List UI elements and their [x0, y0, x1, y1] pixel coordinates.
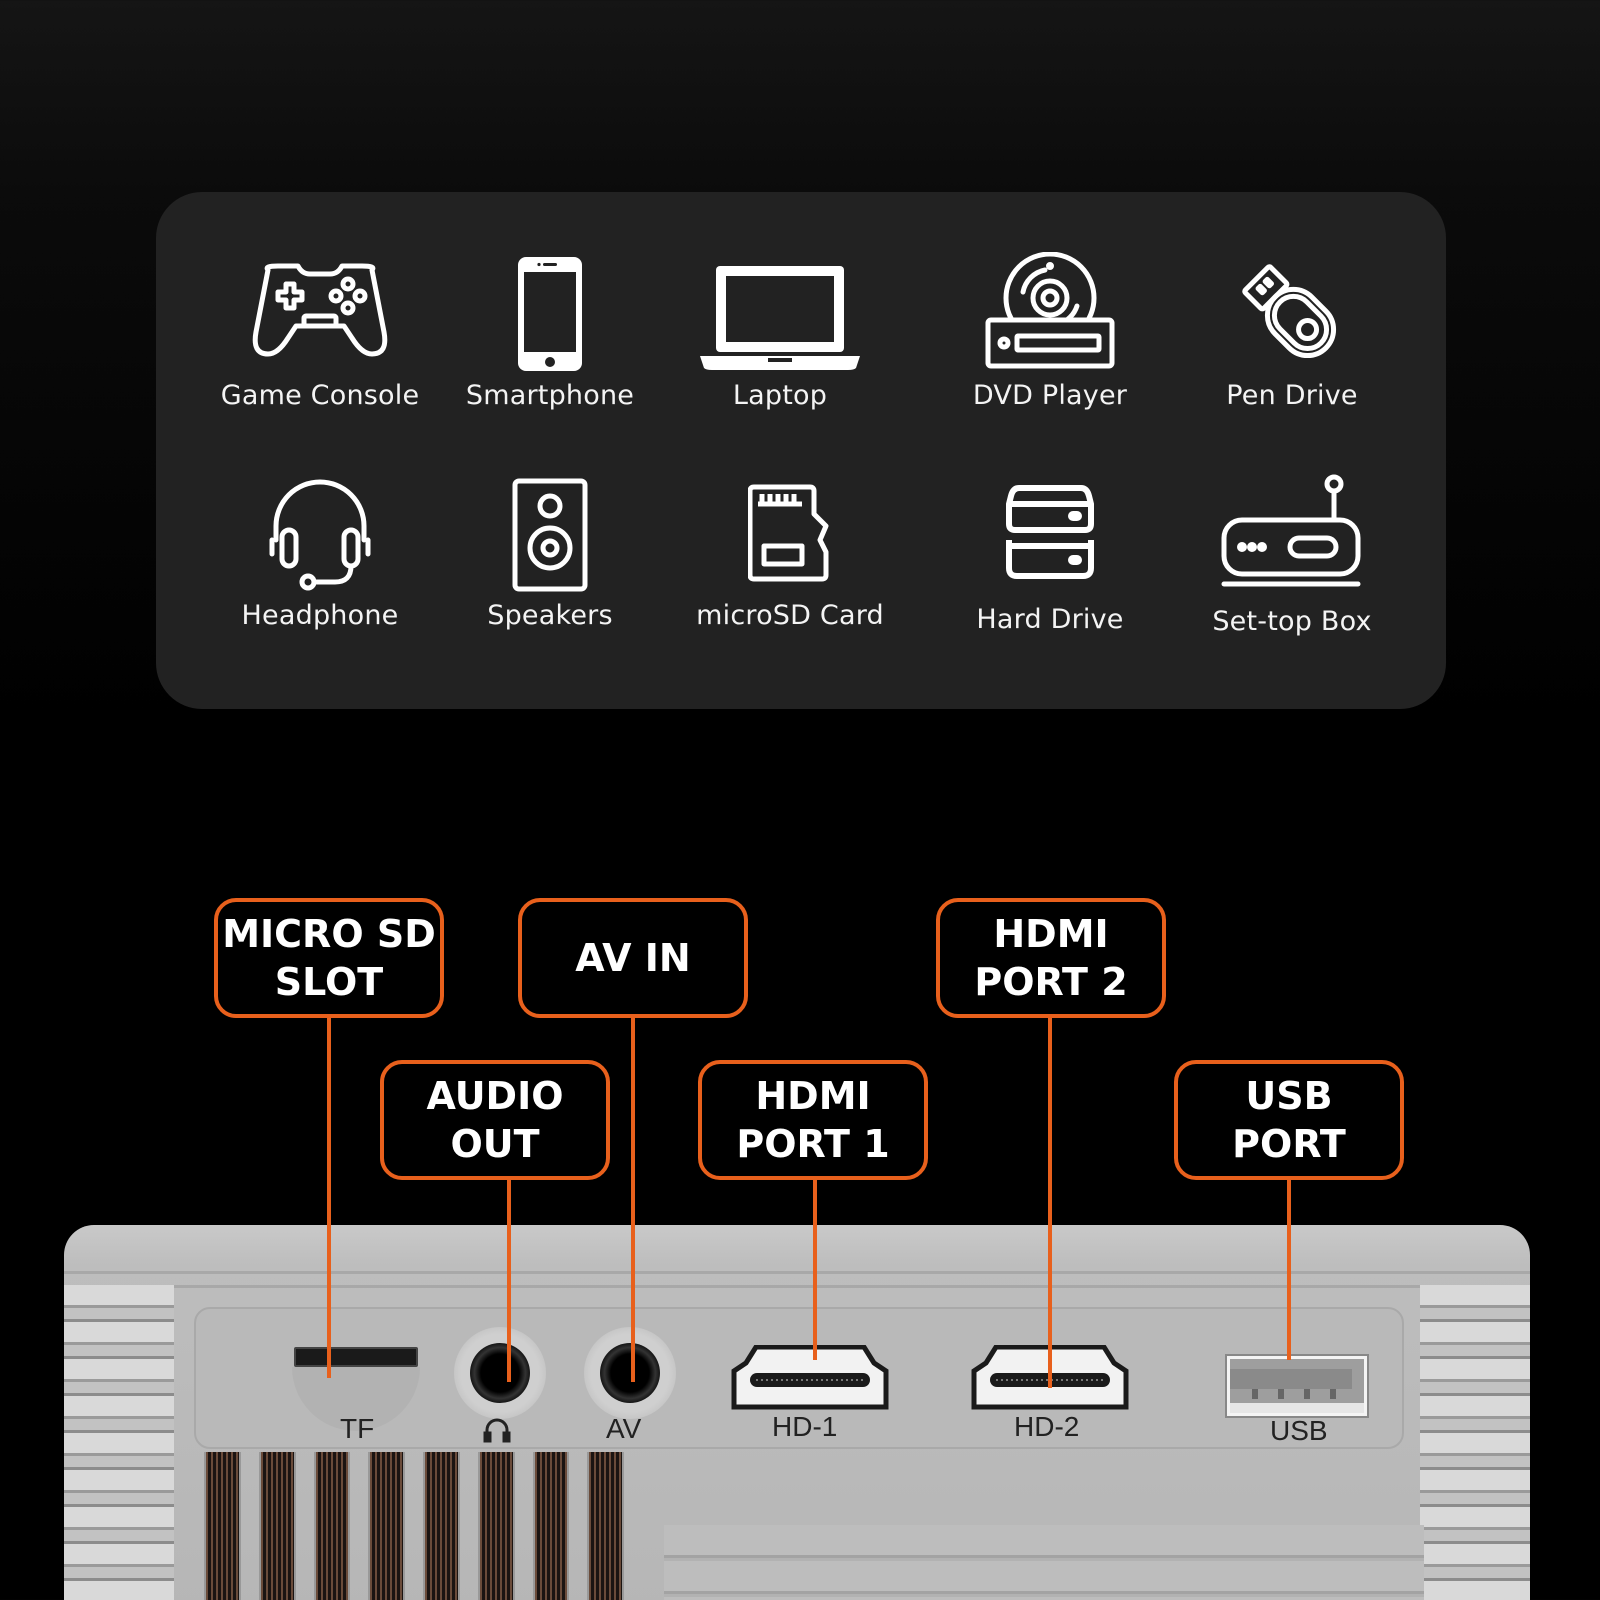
jack-hole [600, 1343, 660, 1403]
device-label: Hard Drive [976, 604, 1124, 635]
compatible-devices-panel: Game Console Smartphone Laptop [156, 192, 1446, 709]
device-headphone: Headphone [200, 476, 440, 631]
headset-icon [269, 479, 371, 591]
microsd-card-icon [748, 484, 829, 582]
laptop-icon [700, 266, 860, 370]
leader-line-av-in [631, 1018, 635, 1382]
callout-line: SLOT [274, 960, 384, 1004]
callout-line: HDMI [755, 1074, 871, 1118]
port-label-hd1: HD-1 [772, 1411, 838, 1442]
vent-slot [313, 1452, 351, 1600]
callout-hdmi-port-1: HDMI PORT 1 [698, 1060, 928, 1180]
callout-line: PORT [1232, 1122, 1346, 1166]
rear-slats [664, 1525, 1424, 1600]
smartphone-icon [518, 257, 582, 371]
vent-slot [204, 1452, 241, 1600]
device-game-console: Game Console [200, 262, 440, 411]
av-in-jack[interactable] [584, 1327, 676, 1419]
audio-out-jack[interactable] [454, 1327, 546, 1419]
hard-drive-icon [1006, 485, 1094, 579]
vent-slot [423, 1452, 460, 1600]
leader-line-audio-out [507, 1180, 511, 1382]
callout-line: OUT [450, 1122, 540, 1166]
device-set-top-box: Set-top Box [1172, 472, 1412, 637]
callout-line: PORT 1 [736, 1122, 890, 1166]
device-hard-drive: Hard Drive [930, 484, 1170, 635]
game-controller-icon [252, 263, 388, 357]
usb-pen-drive-icon [1242, 264, 1337, 359]
callout-line: AUDIO [426, 1074, 564, 1118]
device-label: Pen Drive [1226, 380, 1358, 411]
callout-hdmi-port-2: HDMI PORT 2 [936, 898, 1166, 1018]
callout-usb-port: USB PORT [1174, 1060, 1404, 1180]
vent-slot [532, 1452, 570, 1600]
callout-line: USB [1245, 1074, 1333, 1118]
device-label: Laptop [732, 380, 828, 411]
callout-line: HDMI [993, 912, 1109, 956]
device-label: microSD Card [696, 600, 884, 631]
callout-audio-out: AUDIO OUT [380, 1060, 610, 1180]
vent-slot [477, 1452, 515, 1600]
port-label-usb: USB [1270, 1415, 1328, 1446]
device-laptop: Laptop [660, 264, 900, 411]
leader-line-micro-sd [327, 1018, 331, 1378]
device-label: Headphone [241, 600, 399, 631]
vent-slot [258, 1452, 296, 1600]
callout-micro-sd-slot: MICRO SD SLOT [214, 898, 444, 1018]
callout-line: MICRO SD [222, 912, 436, 956]
port-label-tf: TF [340, 1413, 375, 1444]
jack-hole [470, 1343, 530, 1403]
set-top-box-icon [1221, 474, 1361, 587]
leader-line-hdmi-2 [1048, 1018, 1052, 1388]
leader-line-hdmi-1 [813, 1180, 817, 1360]
headphone-glyph-icon [482, 1415, 512, 1452]
device-smartphone: Smartphone [430, 254, 670, 411]
right-cooling-fins [1420, 1285, 1530, 1600]
cooling-vent-grille [204, 1452, 624, 1600]
dvd-player-icon [985, 252, 1115, 369]
device-label: Set-top Box [1212, 606, 1372, 637]
device-speakers: Speakers [430, 478, 670, 631]
hdmi-port-1[interactable] [730, 1345, 890, 1411]
left-cooling-fins [64, 1285, 174, 1600]
body-seam [64, 1285, 1530, 1288]
device-label: DVD Player [972, 380, 1128, 411]
callout-av-in: AV IN [518, 898, 748, 1018]
device-label: Game Console [220, 380, 420, 411]
device-pen-drive: Pen Drive [1172, 262, 1412, 411]
usb-port[interactable] [1224, 1353, 1370, 1419]
vent-slot [368, 1452, 405, 1600]
port-label-av: AV [606, 1413, 642, 1444]
callout-line: PORT 2 [974, 960, 1128, 1004]
speaker-icon [512, 478, 588, 592]
body-seam [64, 1271, 1530, 1274]
device-microsd-card: microSD Card [670, 484, 910, 631]
device-dvd-player: DVD Player [930, 252, 1170, 411]
callout-line: AV IN [575, 936, 691, 980]
leader-line-usb [1287, 1180, 1291, 1360]
projector-rear-panel: TF AV HD-1 HD-2 USB [64, 1225, 1530, 1600]
device-label: Smartphone [465, 380, 635, 411]
microsd-slot[interactable] [294, 1347, 418, 1367]
device-label: Speakers [487, 600, 613, 631]
vent-slot [587, 1452, 624, 1600]
port-label-hd2: HD-2 [1014, 1411, 1080, 1442]
